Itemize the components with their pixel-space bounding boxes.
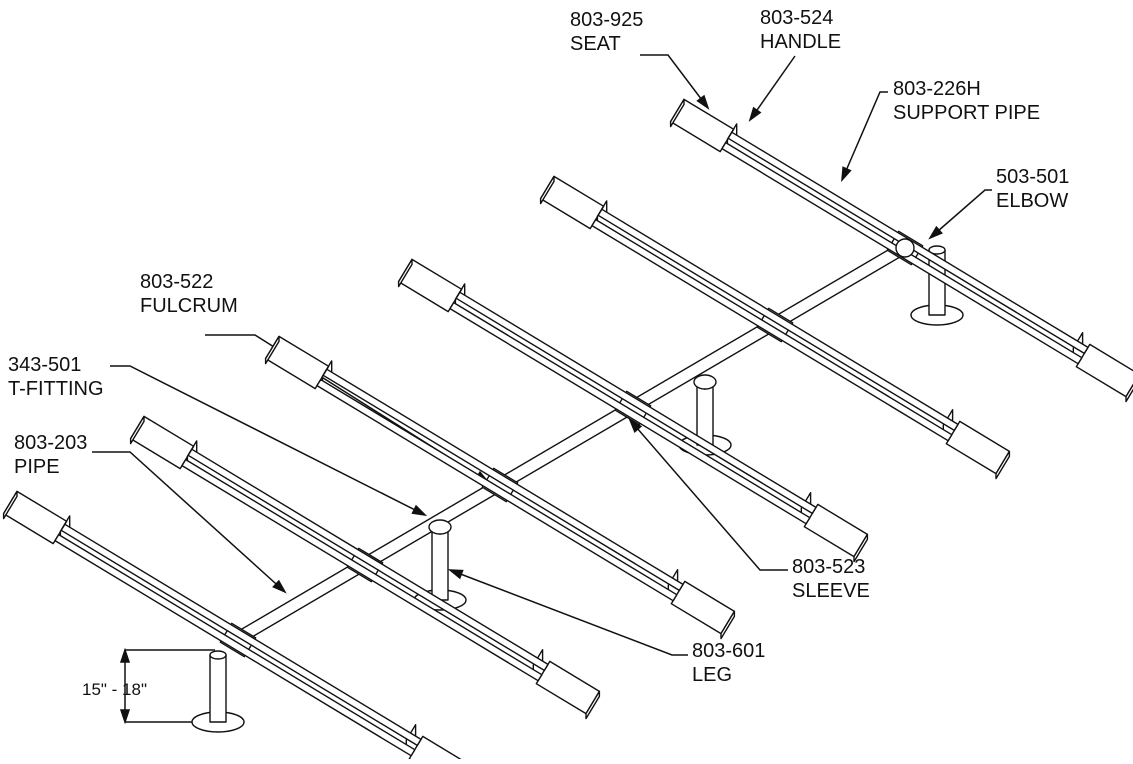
height-dimension-label: 15" - 18" [82, 680, 147, 699]
seesaw-4-rail [449, 301, 811, 525]
leg-1-post [209, 654, 227, 723]
support-pipe-callout: 803-226H SUPPORT PIPE [893, 77, 1040, 125]
fulcrum-part-number: 803-522 [140, 271, 214, 293]
seesaw-1-rail [54, 533, 416, 757]
pipe-leader [92, 451, 286, 593]
seat-leader [640, 54, 709, 109]
seesaw-3-rail [322, 368, 684, 592]
support-pipe-label: SUPPORT PIPE [893, 102, 1041, 124]
support-pipe-part-number: 803-226H [893, 78, 981, 100]
leg-part-number: 803-601 [692, 640, 766, 662]
leg-leader-arrow [447, 569, 464, 580]
elbow-label: ELBOW [996, 190, 1069, 212]
handle-label: HANDLE [760, 31, 842, 53]
leg-1-cap [209, 650, 227, 660]
t-fitting-leader-arrow [411, 504, 428, 517]
handle-callout: 803-524 HANDLE [760, 6, 841, 54]
dimension-arrow-top [119, 647, 131, 663]
seesaw-3-rail [316, 378, 678, 602]
seesaw-5-rail [597, 208, 959, 432]
sleeve-callout: 803-523 SLEEVE [792, 555, 870, 603]
fulcrum-callout: 803-522 FULCRUM [140, 270, 238, 318]
handle-leader [749, 55, 796, 121]
seesaw-4-rail [455, 291, 817, 515]
seesaw-4-seat-edge [853, 533, 869, 563]
leg-leader [449, 569, 688, 656]
t-fitting-2 [693, 374, 717, 390]
support-pipe-leader [841, 91, 888, 181]
support-pipe-leader-arrow [841, 166, 852, 183]
leg-4-cap [928, 245, 946, 255]
pipe-callout: 803-203 PIPE [14, 431, 87, 479]
seesaw-2-seat-edge [585, 690, 601, 720]
leg-callout: 803-601 LEG [692, 639, 765, 687]
sleeve-label: SLEEVE [792, 580, 870, 602]
fulcrum-label: FULCRUM [140, 295, 238, 317]
t-fitting-leader [110, 365, 426, 516]
elbow-part-number: 503-501 [996, 166, 1070, 188]
t-fitting-1 [428, 519, 452, 535]
pipe-label: PIPE [14, 456, 60, 478]
seesaw-2-rail [187, 448, 549, 672]
handle-leader-arrow [748, 106, 762, 122]
seesaw-6-seat-edge [1125, 383, 1133, 403]
seat-leader-arrow [696, 94, 710, 110]
dimension-arrow-bottom [119, 709, 131, 725]
seesaw-5-seat-edge [539, 175, 555, 205]
seesaw-1-rail [60, 523, 422, 747]
seesaw-3-seat-edge [720, 610, 736, 640]
seat-callout: 803-925 SEAT [570, 8, 643, 56]
sleeve-leader [629, 419, 788, 571]
elbow-leader [929, 189, 992, 239]
seesaw-parts [2, 98, 1133, 764]
t-fitting-callout: 343-501 T-FITTING [8, 353, 104, 401]
pipe-part-number: 803-203 [14, 432, 88, 454]
leg-2-post [431, 529, 449, 601]
handle-part-number: 803-524 [760, 7, 834, 29]
seat-label: SEAT [570, 33, 621, 55]
seesaw-2-rail [181, 458, 543, 682]
seesaw-1-seat-edge [2, 490, 18, 520]
seesaw-6-seat-edge [669, 98, 685, 128]
leg-3-post [696, 384, 714, 446]
t-fitting-part-number: 343-501 [8, 354, 82, 376]
elbow-leader-arrow [928, 225, 943, 240]
leg-label: LEG [692, 664, 733, 686]
pipe-leader-arrow [272, 579, 287, 594]
seesaw-3-seat-edge [264, 335, 280, 365]
elbow-fitting [895, 238, 915, 258]
seesaw-5-seat-edge [995, 450, 1011, 480]
elbow-callout: 503-501 ELBOW [996, 165, 1069, 213]
seesaw-5-rail [591, 218, 953, 442]
seat-part-number: 803-925 [570, 9, 644, 31]
seesaw-4-seat-edge [397, 258, 413, 288]
seesaw-2-seat-edge [129, 415, 145, 445]
sleeve-leader-arrow [628, 418, 643, 433]
sleeve-part-number: 803-523 [792, 556, 866, 578]
t-fitting-label: T-FITTING [8, 378, 104, 400]
